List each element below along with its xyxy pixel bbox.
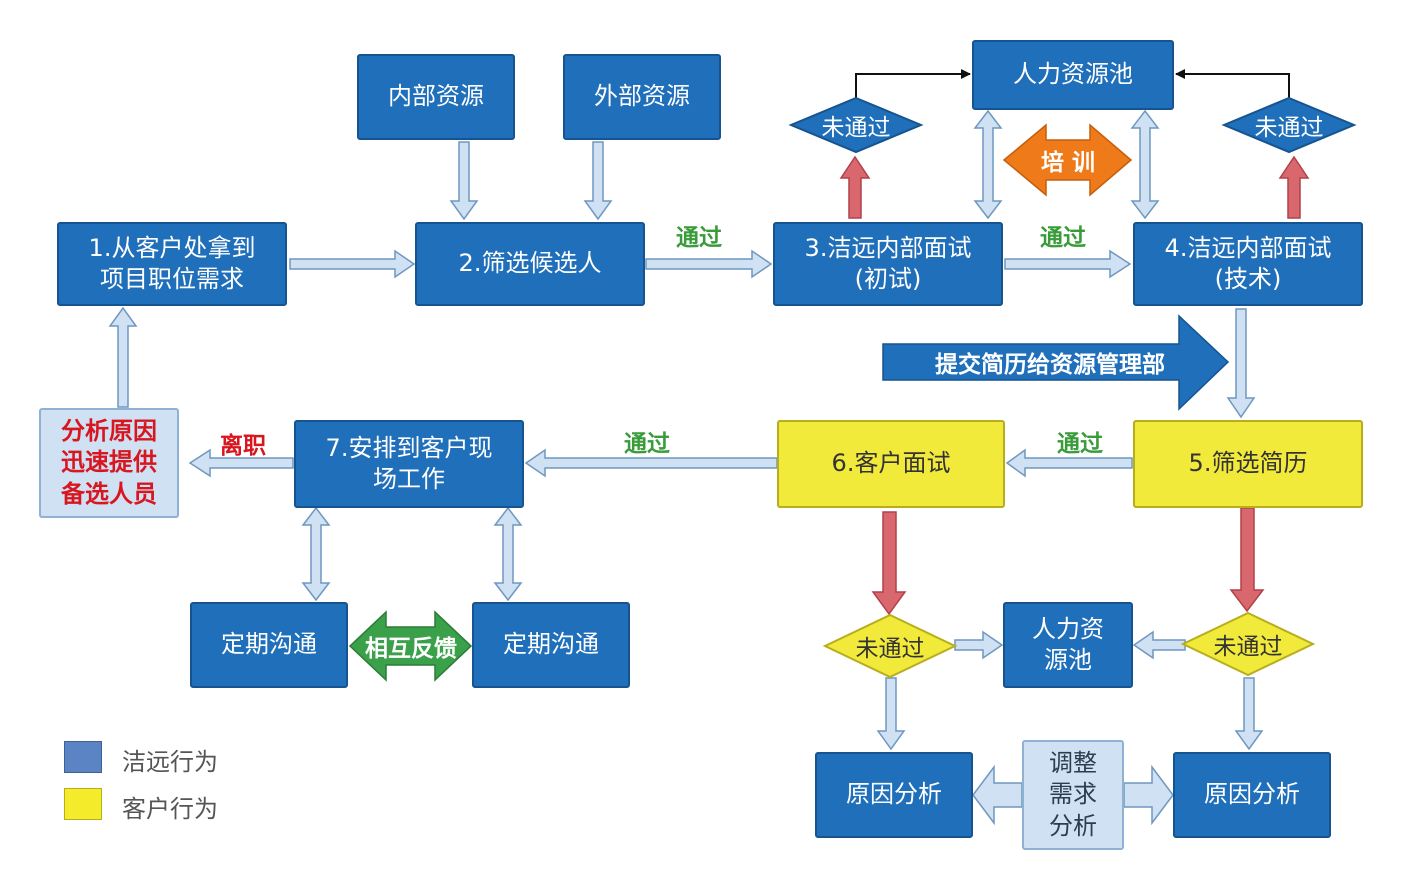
node-step4: 4.洁远内部面试 (技术) (1133, 222, 1363, 306)
arrow-step5-to-step6 (1005, 448, 1133, 478)
node-talent-pool-top: 人力资源池 (972, 40, 1174, 110)
legend-label-client: 客户行为 (122, 795, 218, 823)
connector-fail-to-pool-right (1175, 69, 1290, 98)
submit-resume-arrow (882, 314, 1230, 411)
decision-diamond-top-left (788, 96, 924, 154)
arrow-step4-to-step5 (1226, 308, 1256, 419)
decision-label-top-right: 未通过 (1254, 115, 1324, 141)
node-step5: 5.筛选简历 (1133, 420, 1363, 508)
node-cause-analysis-right: 原因分析 (1173, 752, 1331, 838)
node-regular-comm-right: 定期沟通 (472, 602, 630, 688)
node-step3: 3.洁远内部面试 (初试) (773, 222, 1003, 306)
arrow-step2-to-step3 (645, 249, 773, 279)
decision-label-bottom-left: 未通过 (855, 636, 925, 662)
arrow-fail-left-to-pool (954, 630, 1004, 660)
arrow-step7-comm-left (301, 506, 331, 602)
arrow-step5-to-fail (1229, 507, 1265, 613)
node-step2: 2.筛选候选人 (415, 222, 645, 306)
edge-label-pass-3-4: 通过 (1040, 225, 1086, 251)
training-label: 培 训 (1040, 150, 1095, 176)
arrow-step7-to-analyze (188, 448, 294, 478)
node-external-source: 外部资源 (563, 54, 721, 140)
node-step6: 6.客户面试 (777, 420, 1005, 508)
node-step1: 1.从客户处拿到 项目职位需求 (57, 222, 287, 306)
edge-label-pass-6-7: 通过 (624, 431, 670, 457)
arrow-step3-to-step4 (1004, 249, 1132, 279)
node-talent-pool-bottom: 人力资 源池 (1003, 602, 1133, 688)
decision-diamond-bottom-right (1180, 611, 1316, 677)
node-regular-comm-left: 定期沟通 (190, 602, 348, 688)
decision-label-top-left: 未通过 (821, 115, 891, 141)
arrow-pool-step4 (1130, 109, 1160, 220)
decision-label-bottom-right: 未通过 (1213, 634, 1283, 660)
legend-swatch-jieyuan (64, 741, 102, 773)
node-internal-source: 内部资源 (357, 54, 515, 140)
node-cause-analysis-left: 原因分析 (815, 752, 973, 838)
decision-diamond-bottom-left (822, 613, 958, 679)
arrow-analyze-to-step1 (108, 306, 138, 408)
arrow-step6-to-fail (871, 511, 907, 616)
arrow-fail-left-to-cause (876, 677, 906, 751)
mutual-feedback-arrow (348, 610, 473, 682)
arrow-external-to-step2 (583, 141, 613, 221)
mutual-feedback-label: 相互反馈 (365, 636, 457, 662)
decision-diamond-top-right (1221, 96, 1357, 154)
node-adjust-needs: 调整 需求 分析 (1022, 740, 1124, 850)
arrow-adjust-to-cause-right (1123, 764, 1174, 826)
arrow-fail-right-to-cause (1234, 677, 1264, 751)
training-arrow (1002, 123, 1133, 197)
arrow-pool-step3 (973, 109, 1003, 220)
node-analyze-replace: 分析原因 迅速提供 备选人员 (39, 408, 179, 518)
edge-label-resign: 离职 (220, 433, 266, 459)
arrow-step7-comm-right (493, 506, 523, 602)
legend-label-jieyuan: 洁远行为 (122, 748, 218, 776)
arrow-step3-to-fail (839, 155, 871, 219)
edge-label-pass-5-6: 通过 (1057, 431, 1103, 457)
legend-swatch-client (64, 788, 102, 820)
arrow-step6-to-step7 (524, 448, 778, 478)
submit-resume-label: 提交简历给资源管理部 (935, 352, 1165, 378)
arrow-adjust-to-cause-left (972, 764, 1023, 826)
arrow-step1-to-step2 (289, 249, 416, 279)
arrow-internal-to-step2 (449, 141, 479, 221)
arrow-fail-right-to-pool (1132, 630, 1186, 660)
arrow-step4-to-fail (1278, 155, 1310, 219)
edge-label-pass-2-3: 通过 (676, 225, 722, 251)
node-step7: 7.安排到客户现 场工作 (294, 420, 524, 508)
